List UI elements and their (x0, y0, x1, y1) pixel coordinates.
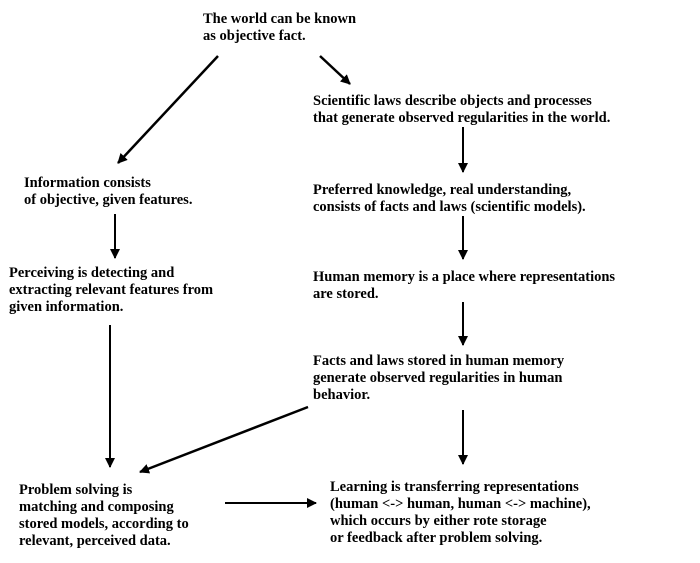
node-facts-and-laws: Facts and laws stored in human memory ge… (313, 353, 565, 403)
node-preferred-knowledge: Preferred knowledge, real understanding,… (313, 182, 586, 215)
node-problem-solving: Problem solving is matching and composin… (19, 482, 189, 549)
node-perceiving: Perceiving is detecting and extracting r… (9, 265, 214, 315)
node-information: Information consists of objective, given… (24, 175, 193, 208)
arrow-world-to-laws (319, 55, 351, 85)
node-world-objective-fact: The world can be known as objective fact… (203, 11, 357, 44)
arrow-world-to-information (117, 55, 219, 164)
arrow-facts-to-problem (139, 405, 309, 474)
node-learning: Learning is transferring representations… (330, 479, 591, 546)
node-scientific-laws: Scientific laws describe objects and pro… (313, 93, 611, 126)
node-human-memory: Human memory is a place where representa… (313, 269, 616, 302)
